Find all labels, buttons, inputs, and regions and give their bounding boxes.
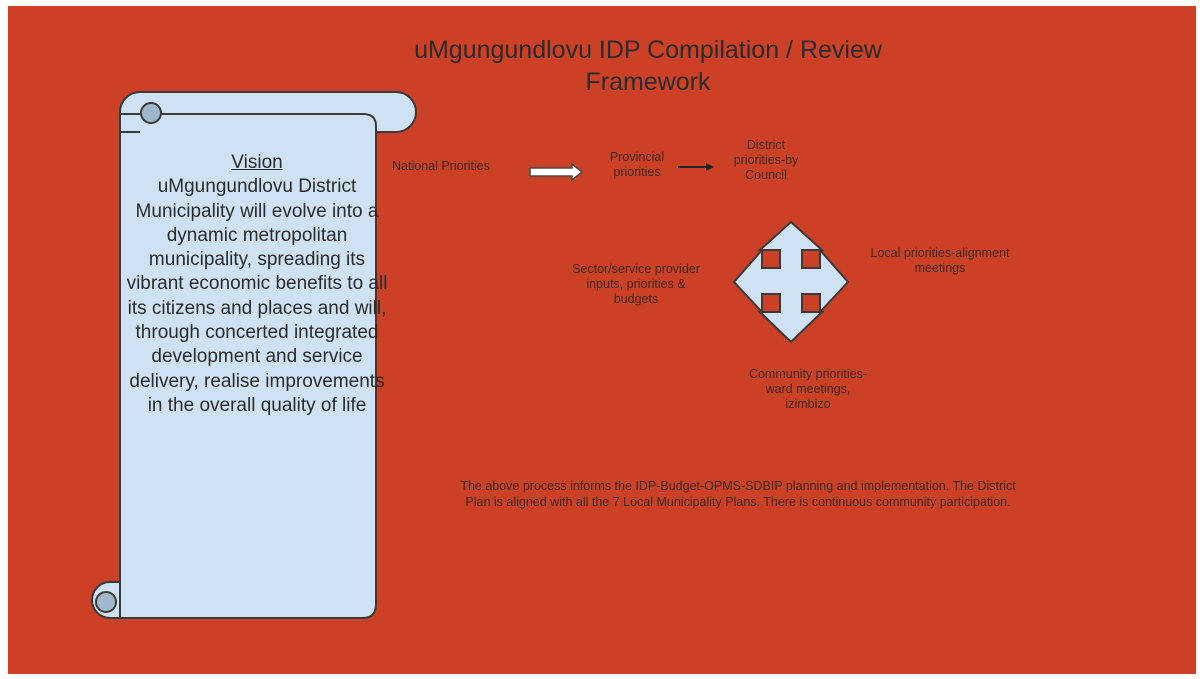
process-diagram <box>529 162 850 344</box>
slide: uMgungundlovu IDP Compilation / Review F… <box>8 6 1196 674</box>
vision-text: uMgungundlovu District Municipality will… <box>126 176 388 416</box>
slide-title: uMgungundlovu IDP Compilation / Review F… <box>308 34 988 98</box>
provincial-to-district-arrowhead <box>706 163 714 171</box>
title-line-2: Framework <box>585 68 711 96</box>
national-priorities-label: National Priorities <box>392 159 490 173</box>
district-priorities-label: District priorities-by Council <box>733 138 799 182</box>
local-priorities-label: Local priorities-alignment meetings <box>870 246 1010 275</box>
sector-inputs-label: Sector/service provider inputs, prioriti… <box>572 262 700 306</box>
scroll-top-curl <box>119 114 140 133</box>
title-line-1: uMgungundlovu IDP Compilation / Review <box>414 36 882 64</box>
scroll-bottom-curl-icon <box>95 591 117 613</box>
scroll-top-curl-icon <box>140 102 162 124</box>
footer-note: The above process informs the IDP-Budget… <box>460 479 1016 509</box>
vision-heading: Vision <box>231 152 283 173</box>
community-priorities-label: Community priorities-ward meetings, izim… <box>748 367 868 411</box>
four-way-arrow-icon <box>732 220 850 344</box>
provincial-priorities-label: Provincial priorities <box>609 150 665 179</box>
national-to-provincial-arrow <box>529 162 584 182</box>
vision-block: Vision uMgungundlovu District Municipali… <box>126 151 388 418</box>
vision-scroll <box>91 91 417 619</box>
scroll-body <box>119 113 377 619</box>
